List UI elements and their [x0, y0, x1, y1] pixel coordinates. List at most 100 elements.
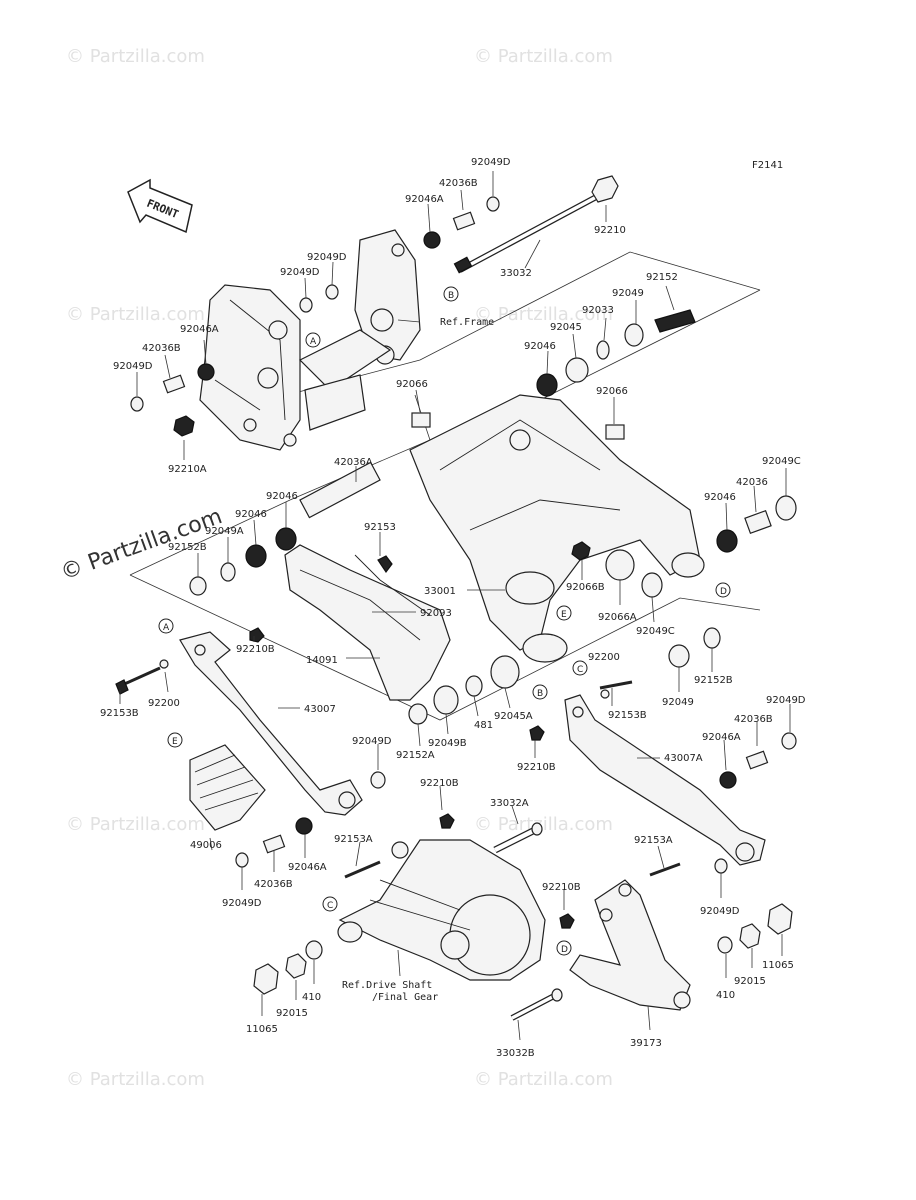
bracket-39173: [510, 862, 691, 1021]
callout-letter: B: [448, 291, 454, 301]
part-label: 92049D: [766, 695, 806, 706]
rubber-boot: [189, 744, 266, 831]
frame-bracket-left: [199, 284, 301, 451]
part-label: 92046: [266, 491, 298, 502]
part-label: 92049B: [428, 738, 467, 749]
callout-d-upper: D: [715, 582, 731, 598]
diagram-code: F2141: [752, 160, 783, 171]
callout-c-upper: C: [572, 660, 588, 676]
part-label: 410: [716, 990, 735, 1001]
part-label: 92210B: [517, 762, 556, 773]
part-label: 92153B: [608, 710, 647, 721]
part-label: 11065: [246, 1024, 278, 1035]
part-label: 92153A: [334, 834, 373, 845]
part-label: 92045A: [494, 711, 533, 722]
part-label: 92066A: [598, 612, 637, 623]
part-label: 49006: [190, 840, 222, 851]
callout-letter: C: [327, 901, 333, 911]
swing-arm: [409, 394, 705, 663]
ref-final-gear-label: /Final Gear: [372, 992, 438, 1003]
watermark: © Partzilla.com: [474, 46, 613, 67]
part-label: 92049D: [113, 361, 153, 372]
part-label: 33001: [424, 586, 456, 597]
part-label: 92049C: [762, 456, 801, 467]
part-label: 92066: [596, 386, 628, 397]
part-labels: 92049D 42036B 92046A 92210 33032 92049D …: [100, 157, 806, 1059]
part-label: 481: [474, 720, 493, 731]
part-label: 92210B: [236, 644, 275, 655]
part-label: 92046A: [180, 324, 219, 335]
tie-rod-left: [115, 627, 363, 816]
callout-a-lower: A: [158, 618, 174, 634]
part-label: 92046A: [288, 862, 327, 873]
part-label: 92049D: [280, 267, 320, 278]
callout-b-upper: B: [443, 286, 459, 302]
pivot-axle: [453, 175, 619, 274]
part-label: 92200: [588, 652, 620, 663]
part-label: 92049D: [700, 906, 740, 917]
part-label: 92015: [276, 1008, 308, 1019]
part-label: 92046: [524, 341, 556, 352]
front-arrow-icon: FRONT: [127, 178, 193, 234]
part-label: 33032: [500, 268, 532, 279]
watermark: © Partzilla.com: [66, 814, 205, 835]
pivot-bearing-stack: [411, 309, 696, 440]
part-label: 92015: [734, 976, 766, 987]
tie-rod-right: [529, 694, 766, 866]
part-label: 42036B: [254, 879, 293, 890]
part-label: 92210B: [420, 778, 459, 789]
swing-arm-cover: [284, 544, 451, 701]
bottom-nuts-washers: [253, 903, 793, 995]
callout-letter: A: [310, 337, 317, 347]
part-label: 92046: [235, 509, 267, 520]
part-label: 42036: [736, 477, 768, 488]
part-label: 11065: [762, 960, 794, 971]
part-label: 410: [302, 992, 321, 1003]
part-label: 92093: [420, 608, 452, 619]
part-label: 33032A: [490, 798, 529, 809]
callout-letter: E: [561, 610, 567, 620]
watermark: © Partzilla.com: [474, 814, 613, 835]
callout-b-lower: B: [532, 684, 548, 700]
upper-bushings: [130, 196, 500, 437]
ref-drive-shaft-label: Ref.Drive Shaft: [342, 980, 432, 991]
part-label: 92046A: [405, 194, 444, 205]
callout-a-upper: A: [305, 332, 321, 348]
part-label: 92066: [396, 379, 428, 390]
part-label: 92066B: [566, 582, 605, 593]
part-label: 92049: [662, 697, 694, 708]
part-label: 92210: [594, 225, 626, 236]
leader-lines: [119, 171, 791, 1041]
part-label: 92046A: [702, 732, 741, 743]
part-label: 42036B: [439, 178, 478, 189]
part-label: 92210B: [542, 882, 581, 893]
callout-letter: A: [163, 623, 170, 633]
part-label: 92049: [612, 288, 644, 299]
part-label: 43007A: [664, 753, 703, 764]
callout-d-lower: D: [556, 940, 572, 956]
ref-frame-label: Ref.Frame: [440, 317, 494, 328]
final-gear-case: [337, 839, 546, 981]
callout-e-upper: E: [556, 605, 572, 621]
watermark: © Partzilla.com: [66, 1069, 205, 1090]
watermark: © Partzilla.com: [66, 46, 205, 67]
callout-letter: D: [561, 945, 568, 955]
part-label: 39173: [630, 1038, 662, 1049]
center-bearings: [408, 627, 721, 725]
callout-c-lower: C: [322, 896, 338, 912]
part-label: 92049D: [471, 157, 511, 168]
part-label: 92153B: [100, 708, 139, 719]
part-label: 92210A: [168, 464, 207, 475]
watermark: © Partzilla.com: [66, 304, 205, 325]
part-label: 92152B: [694, 675, 733, 686]
part-label: 92200: [148, 698, 180, 709]
part-label: 42036B: [142, 343, 181, 354]
part-label: 33032B: [496, 1048, 535, 1059]
axle-33032a: [493, 822, 543, 854]
callout-e-lower: E: [167, 732, 183, 748]
part-label: 92153: [364, 522, 396, 533]
rear-pivot-bushings: [571, 495, 797, 598]
part-label: 92152B: [168, 542, 207, 553]
callout-letter: C: [577, 665, 583, 675]
